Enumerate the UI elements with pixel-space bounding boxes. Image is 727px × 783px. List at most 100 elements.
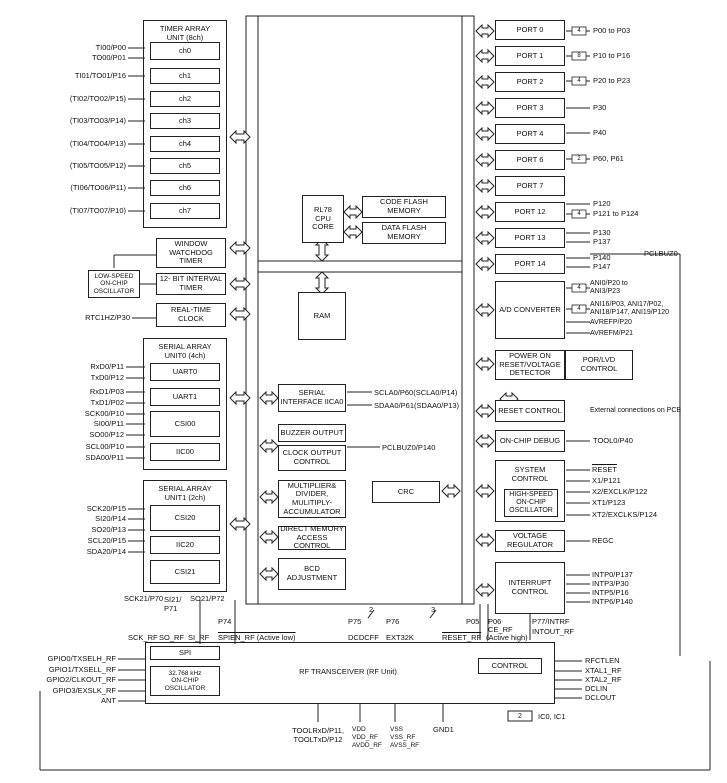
- port-3: PORT 3: [495, 98, 565, 118]
- sys-pin: XT1/P123: [592, 498, 626, 507]
- timer-pin: (TI07/TO07/P10): [69, 206, 126, 215]
- rf-top-label-sck: SCK_RF: [128, 633, 158, 642]
- csi00: CSI00: [150, 411, 220, 437]
- timer-pin: (TI03/TO03/P14): [69, 116, 126, 125]
- sau0-pin: SO00/P12: [89, 430, 124, 439]
- adc-bus-width: 4: [577, 285, 581, 291]
- port0-bus-width: 4: [577, 28, 581, 34]
- timer-ch3: ch3: [150, 113, 220, 129]
- rf-top-label-intout: INTOUT_RF: [532, 627, 574, 636]
- timer-array-frame: [143, 20, 227, 228]
- pclbuz-pin: PCLBUZ0/P140: [382, 443, 436, 452]
- timer-ch5: ch5: [150, 158, 220, 174]
- rf-top-label-so: SO_RF: [159, 633, 185, 642]
- port6-pins: P60, P61: [593, 154, 624, 163]
- timer-ch0: ch0: [150, 42, 220, 60]
- timer-pin: (TI04/TO04/P13): [69, 139, 126, 148]
- port1-pins: P10 to P16: [593, 51, 631, 60]
- rf-top-label-p75: P75: [348, 617, 362, 626]
- rf-right-pin: XTAL2_RF: [585, 675, 622, 684]
- sau1-pin: SI20/P14: [95, 514, 126, 523]
- uart1: UART1: [150, 388, 220, 406]
- rf-top-label-active-high: (Active high): [486, 633, 528, 642]
- adc-pins-ani16: ANI16/P03, ANI17/P02, ANI18/P147, ANI19/…: [590, 301, 669, 317]
- sau1-bottom-pin: SCK21/P70: [124, 594, 164, 603]
- port-4: PORT 4: [495, 124, 565, 144]
- timer-ch6: ch6: [150, 180, 220, 196]
- rf-top-label-spien: SPIEN_RF (Active low): [218, 633, 296, 642]
- sau1-pin: SCK20/P15: [86, 504, 126, 513]
- port14-pin-p147: P147: [593, 262, 611, 271]
- sau0-pin: SI00/P11: [93, 419, 124, 428]
- system-control-frame: [495, 460, 565, 522]
- port1-bus-width: 8: [577, 53, 581, 59]
- legend-bus-width: 2: [518, 713, 522, 720]
- crc: CRC: [372, 481, 440, 503]
- sau0-title: SERIAL ARRAY UNIT0 (4ch): [158, 342, 212, 360]
- port0-pins: P00 to P03: [593, 26, 631, 35]
- cpu-core: RL78 CPU CORE: [302, 195, 344, 243]
- sys-pin-reset: RESET: [592, 465, 618, 474]
- iica-pin: SCLA0/P60(SCLA0/P14): [374, 388, 458, 397]
- csi20: CSI20: [150, 505, 220, 531]
- port2-pins: P20 to P23: [593, 76, 631, 85]
- interrupt-control: INTERRUPT CONTROL: [495, 562, 565, 614]
- real-time-clock: REAL-TIME CLOCK: [156, 303, 226, 327]
- port4-pins: P40: [593, 128, 607, 137]
- sau0-pin: SCK00/P10: [84, 409, 124, 418]
- adc-bus-width: 4: [577, 306, 581, 312]
- port-1: PORT 1: [495, 46, 565, 66]
- sau1-title: SERIAL ARRAY UNIT1 (2ch): [158, 484, 212, 502]
- port-13: PORT 13: [495, 228, 565, 248]
- sau0-pin: SCL00/P10: [85, 442, 124, 451]
- rf-bus-width: 2: [369, 605, 374, 614]
- rf-top-label-ext32k: EXT32K: [386, 633, 414, 642]
- rf-top-label-p05: P05: [466, 617, 480, 626]
- rf-right-pin: DCLOUT: [585, 693, 616, 702]
- low-speed-oscillator: LOW-SPEED ON-CHIP OSCILLATOR: [88, 270, 140, 298]
- sau0-pin: RxD1/P03: [89, 387, 124, 396]
- port-0: PORT 0: [495, 20, 565, 40]
- timer-pin: (TI06/TO06/P11): [70, 183, 126, 192]
- port2-bus-width: 4: [577, 78, 581, 84]
- rf-top-label-ce-rf: CE_RF: [488, 625, 513, 634]
- sau0-pin: TxD0/P12: [90, 373, 124, 382]
- rf-bus-width: 3: [431, 605, 436, 614]
- sau1-bottom-pin: SI21/ P71: [164, 595, 182, 613]
- clock-output-control: CLOCK OUTPUT CONTROL: [278, 445, 346, 471]
- buzzer-output: BUZZER OUTPUT: [278, 424, 346, 442]
- direct-memory-access-control: DIRECT MEMORY ACCESS CONTROL: [278, 524, 346, 550]
- adc-pin-avrefp: AVREFP/P20: [590, 319, 632, 326]
- sys-pin: X2/EXCLK/P122: [592, 487, 648, 496]
- code-flash-memory: CODE FLASH MEMORY: [362, 196, 446, 218]
- timer-pin: TI00/P00: [95, 43, 126, 52]
- rf-32khz-oscillator: 32.768 kHz ON-CHIP OSCILLATOR: [150, 666, 220, 696]
- pclbuz0-label: PCLBUZ0: [644, 249, 678, 258]
- serial-array-unit0-frame: [143, 338, 227, 470]
- intp-pin: INTP3/P30: [592, 579, 629, 588]
- sau1-pin: SDA20/P14: [86, 547, 126, 556]
- rf-top-label-p76: P76: [386, 617, 400, 626]
- rf-right-pin: XTAL1_RF: [585, 666, 622, 675]
- timer-pin: (TI02/TO02/P15): [69, 94, 126, 103]
- rf-left-pin: GPIO0/TXSELH_RF: [47, 654, 116, 663]
- timer-ch4: ch4: [150, 136, 220, 152]
- intp-pin: INTP0/P137: [592, 570, 633, 579]
- adc-pins-ani0: ANI0/P20 to ANI3/P23: [590, 280, 628, 296]
- data-flash-memory: DATA FLASH MEMORY: [362, 222, 446, 244]
- ram: RAM: [298, 292, 346, 340]
- timer-pin: TI01/TO01/P16: [74, 71, 126, 80]
- on-chip-debug: ON-CHIP DEBUG: [495, 430, 565, 452]
- port13-pin-p130: P130: [593, 228, 611, 237]
- rf-bottom-vdd: VDD VDD_RF AVDD_RF: [352, 726, 382, 750]
- rf-top-label-p77: P77/INTRF: [532, 617, 570, 626]
- port12-bus-width: 4: [577, 211, 581, 217]
- adc-pin-avrefm: AVREFM/P21: [590, 330, 634, 337]
- rf-top-label-reset-rf: RESET_RF: [442, 633, 482, 642]
- multiplier-divider: MULTIPLIER& DIVIDER, MULITIPLY- ACCUMULA…: [278, 480, 346, 518]
- power-on-reset-detector: POWER ON RESET/VOLTAGE DETECTOR: [495, 350, 565, 380]
- watchdog-timer: WINDOW WATCHDOG TIMER: [156, 238, 226, 268]
- timer-pin: (TI05/TO05/P12): [69, 161, 126, 170]
- port-6: PORT 6: [495, 150, 565, 170]
- sau1-bottom-pin: SO21/P72: [190, 594, 225, 603]
